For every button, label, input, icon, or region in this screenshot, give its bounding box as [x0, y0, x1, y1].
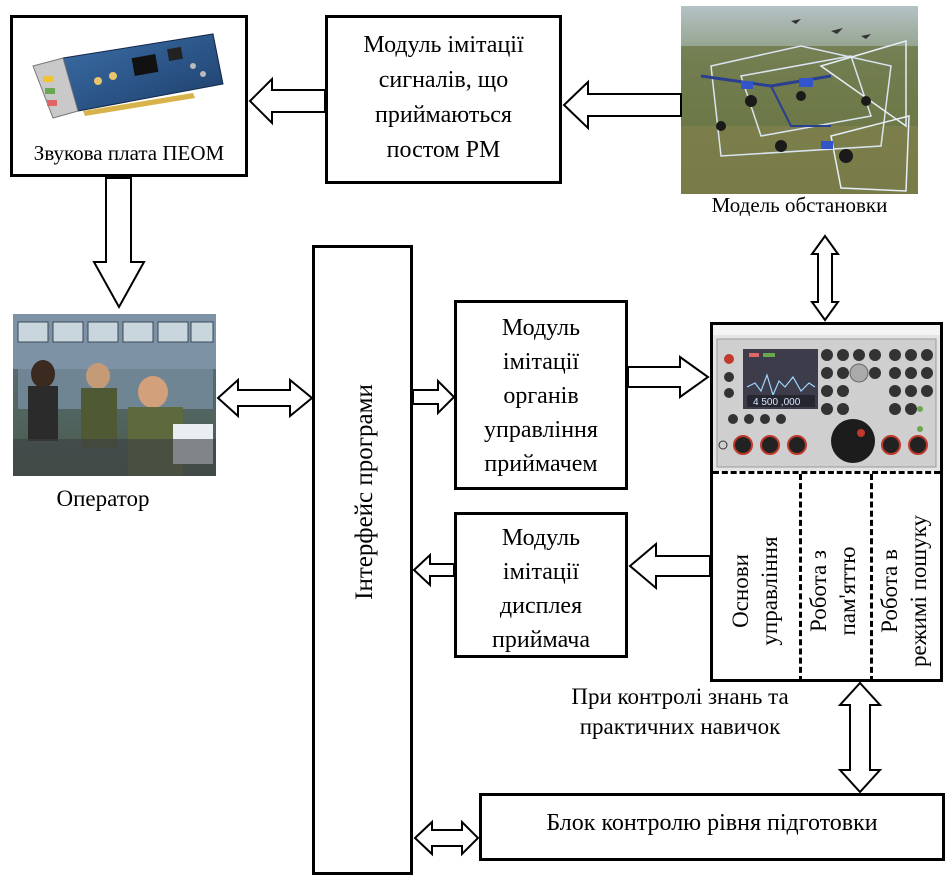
receiver-panel-box: 4 500 ,000 Основи управління	[710, 322, 943, 682]
training-control-block-box: Блок контролю рівня підготовки	[479, 793, 945, 861]
arrow-interface-training	[413, 819, 480, 857]
arrow-model-to-signal	[562, 79, 682, 131]
panel-divider-vertical-1	[799, 474, 802, 682]
receiver-display-module-box: Модуль імітації дисплея приймача	[454, 512, 628, 658]
arrow-panel-training	[837, 681, 883, 794]
situation-model-label: Модель обстановки	[711, 193, 888, 217]
sound-card-label: Звукова плата ПЕОМ	[33, 141, 225, 165]
signal-imitation-module-box: Модуль імітації сигналів, що приймаються…	[325, 15, 562, 184]
arrow-display-to-interface	[412, 552, 455, 588]
panel-divider-vertical-2	[870, 474, 873, 682]
receiver-display-module-label: Модуль імітації дисплея приймача	[492, 525, 590, 653]
operator-label: Оператор	[56, 486, 150, 511]
receiver-controls-module-box: Модуль імітації органів управління прийм…	[454, 300, 628, 490]
arrow-interface-to-controls	[412, 378, 456, 416]
arrow-operator-interface	[216, 377, 314, 419]
arrow-soundcard-to-operator	[92, 177, 146, 310]
panel-divider-horizontal	[713, 471, 940, 474]
arrow-signal-to-soundcard	[248, 76, 326, 126]
operator-photo	[13, 314, 216, 476]
arrow-controls-to-panel	[627, 355, 710, 399]
arrow-model-panel	[810, 234, 840, 322]
program-interface-box: Інтерфейс програми	[312, 245, 413, 875]
situation-model-image	[681, 6, 918, 194]
receiver-display-readout: 4 500 ,000	[753, 397, 801, 408]
arrow-panel-to-display	[628, 541, 711, 591]
knowledge-check-note: При контролі знань та практичних навичок	[571, 684, 789, 739]
signal-imitation-module-label: Модуль імітації сигналів, що приймаються…	[363, 32, 524, 163]
receiver-controls-module-label: Модуль імітації органів управління прийм…	[484, 315, 598, 477]
receiver-screenshot: 4 500 ,000	[713, 325, 940, 471]
sound-card-box: Звукова плата ПЕОМ	[10, 15, 248, 177]
training-control-block-label: Блок контролю рівня підготовки	[546, 810, 878, 836]
sound-card-image	[32, 33, 224, 119]
